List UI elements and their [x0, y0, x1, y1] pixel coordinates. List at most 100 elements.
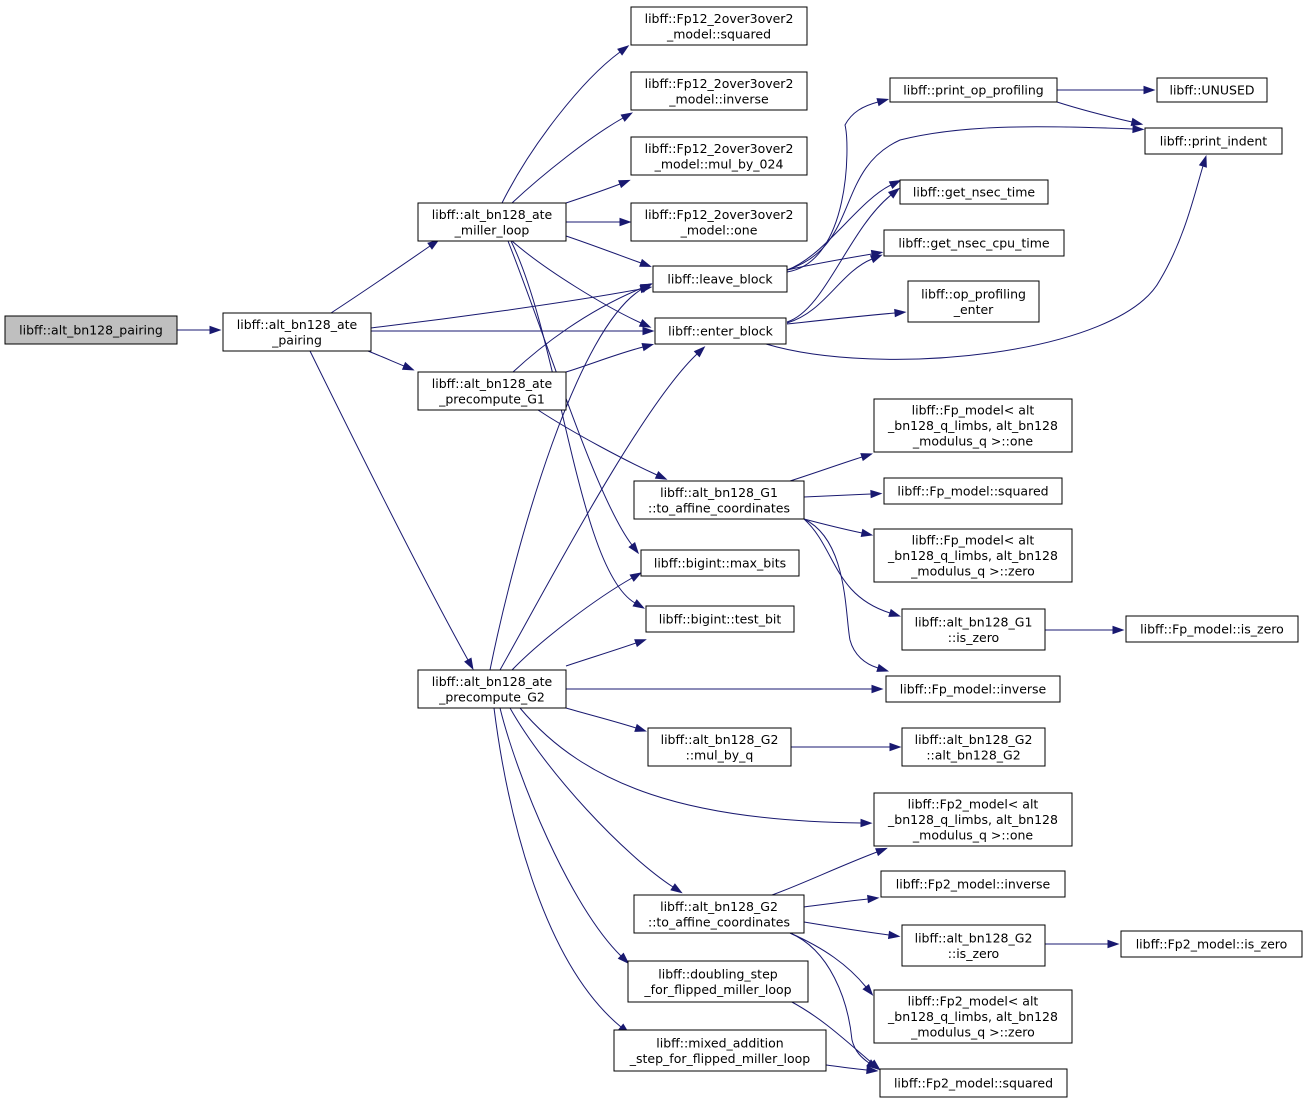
function-name-line: ::is_zero: [948, 630, 999, 645]
function-node[interactable]: libff::Fp_model::inverse: [885, 675, 1061, 703]
function-node[interactable]: libff::Fp_model::squared: [883, 477, 1063, 505]
function-node[interactable]: libff::alt_bn128_ate_precompute_G2: [417, 669, 567, 709]
function-name-line: libff::Fp2_model::is_zero: [1136, 937, 1288, 952]
function-node[interactable]: libff::alt_bn128_G1::is_zero: [901, 608, 1046, 651]
arrowhead: [1130, 117, 1144, 126]
function-node[interactable]: libff::alt_bn128_ate_miller_loop: [417, 202, 567, 242]
arrowhead: [1112, 625, 1125, 635]
arrowhead: [870, 489, 883, 499]
function-name-line: _for_flipped_miller_loop: [643, 982, 791, 997]
arrowhead: [639, 258, 652, 267]
call-edge: [519, 707, 873, 828]
function-node[interactable]: libff::alt_bn128_ate_pairing: [222, 312, 372, 352]
arrowhead: [871, 684, 884, 694]
function-node[interactable]: libff::Fp2_model::squared: [879, 1068, 1068, 1098]
function-node[interactable]: libff::Fp12_2over3over2_model::inverse: [630, 71, 808, 111]
function-node[interactable]: libff::Fp2_model< alt_bn128_q_limbs, alt…: [873, 989, 1073, 1044]
arrowhead: [641, 343, 655, 352]
function-node[interactable]: libff::alt_bn128_G2::mul_by_q: [647, 727, 792, 767]
function-name-line: _precompute_G1: [438, 391, 545, 406]
arrowhead: [427, 239, 440, 250]
function-node[interactable]: libff::Fp_model< alt_bn128_q_limbs, alt_…: [873, 398, 1073, 453]
arrowhead: [894, 308, 907, 318]
call-edge: [499, 707, 630, 965]
arrowhead: [670, 883, 683, 894]
arrowhead: [639, 283, 652, 293]
function-node[interactable]: libff::alt_bn128_ate_precompute_G1: [417, 371, 567, 411]
function-node[interactable]: libff::enter_block: [654, 317, 787, 345]
arrowhead: [629, 572, 642, 582]
function-name-line: _modulus_q >::one: [912, 828, 1033, 843]
call-edge: [786, 187, 900, 323]
arrowhead: [209, 325, 222, 335]
arrowhead: [638, 318, 652, 328]
arrowhead: [401, 361, 415, 371]
call-edge: [1045, 625, 1125, 635]
function-node[interactable]: libff::UNUSED: [1156, 77, 1268, 103]
arrowhead: [1107, 939, 1120, 949]
function-node[interactable]: libff::Fp_model::is_zero: [1125, 615, 1299, 643]
call-edge: [786, 124, 1145, 271]
function-node[interactable]: libff::doubling_step_for_flipped_miller_…: [627, 960, 809, 1003]
function-name-line: _modulus_q >::zero: [910, 564, 1035, 579]
function-node[interactable]: libff::op_profiling_enter: [907, 280, 1040, 323]
function-node[interactable]: libff::alt_bn128_G1::to_affine_coordinat…: [633, 480, 805, 520]
function-name-line: libff::bigint::max_bits: [654, 556, 786, 571]
call-edge: [509, 707, 683, 894]
function-name-line: libff::Fp2_model::inverse: [896, 877, 1051, 892]
arrowhead: [862, 983, 874, 996]
call-edge: [786, 254, 883, 324]
function-node[interactable]: libff::print_op_profiling: [889, 77, 1058, 103]
function-node[interactable]: libff::bigint::max_bits: [640, 549, 800, 577]
function-node[interactable]: libff::print_indent: [1144, 127, 1283, 155]
arrowhead: [1132, 124, 1145, 134]
function-name-line: libff::alt_bn128_ate: [237, 317, 358, 332]
call-edge: [791, 742, 902, 752]
function-name-line: _miller_loop: [454, 222, 530, 237]
function-node[interactable]: libff::bigint::test_bit: [645, 605, 795, 633]
call-edge: [499, 346, 706, 671]
function-name-line: libff::alt_bn128_G1: [915, 614, 1033, 629]
call-edge: [1045, 939, 1120, 949]
call-edge: [803, 518, 901, 617]
call-edge: [565, 707, 647, 732]
function-node[interactable]: libff::Fp2_model< alt_bn128_q_limbs, alt…: [873, 792, 1073, 847]
function-node[interactable]: libff::Fp2_model::is_zero: [1120, 930, 1303, 958]
call-edge: [566, 217, 632, 227]
function-name-line: libff::Fp_model< alt: [912, 403, 1035, 418]
arrowhead: [888, 179, 902, 190]
function-node[interactable]: libff::alt_bn128_G2::alt_bn128_G2: [901, 727, 1046, 767]
call-edge: [501, 45, 630, 204]
function-name-line: _precompute_G2: [438, 689, 545, 704]
function-node[interactable]: libff::Fp12_2over3over2_model::mul_by_02…: [630, 136, 808, 176]
function-node[interactable]: libff::get_nsec_time: [899, 179, 1049, 205]
call-edge: [803, 518, 890, 672]
call-edge: [803, 489, 883, 499]
function-name-line: libff::Fp12_2over3over2: [645, 207, 794, 222]
function-node[interactable]: libff::Fp12_2over3over2_model::one: [630, 202, 808, 242]
function-name-line: libff::bigint::test_bit: [659, 612, 782, 627]
arrowhead: [1143, 85, 1156, 95]
arrowhead: [867, 894, 880, 904]
call-edge: [511, 112, 634, 204]
call-edge: [565, 639, 647, 667]
function-node[interactable]: libff::Fp2_model::inverse: [880, 870, 1066, 898]
function-name-line: libff::alt_bn128_G2: [915, 930, 1033, 945]
function-name-line: _bn128_q_limbs, alt_bn128: [887, 548, 1058, 563]
function-name-line: libff::Fp_model::squared: [897, 484, 1048, 499]
function-node[interactable]: libff::alt_bn128_G2::is_zero: [901, 924, 1046, 967]
function-node[interactable]: libff::mixed_addition_step_for_flipped_m…: [613, 1029, 827, 1072]
function-name-line: libff::mixed_addition: [656, 1035, 783, 1050]
call-edge: [565, 179, 631, 204]
function-node[interactable]: libff::Fp_model< alt_bn128_q_limbs, alt_…: [873, 528, 1073, 583]
function-node[interactable]: libff::get_nsec_cpu_time: [883, 229, 1065, 257]
function-name-line: libff::Fp2_model< alt: [908, 994, 1039, 1009]
function-name-line: libff::Fp12_2over3over2: [645, 11, 794, 26]
function-node[interactable]: libff::leave_block: [652, 265, 788, 293]
function-node[interactable]: libff::alt_bn128_pairing: [4, 315, 178, 345]
call-edge: [510, 240, 645, 609]
arrowhead: [875, 847, 888, 857]
function-node[interactable]: libff::alt_bn128_G2::to_affine_coordinat…: [633, 894, 805, 934]
function-node[interactable]: libff::Fp12_2over3over2_model::squared: [630, 6, 808, 46]
